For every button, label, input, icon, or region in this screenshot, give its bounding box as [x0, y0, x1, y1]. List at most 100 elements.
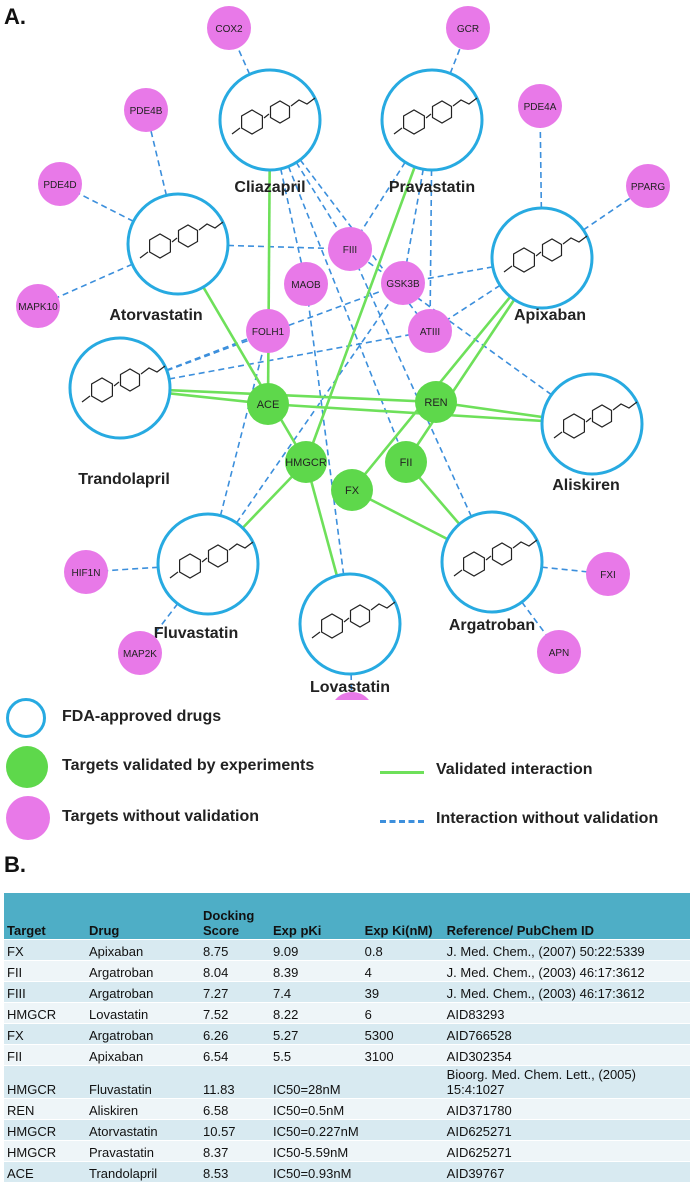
cell-exp-pki: 8.22 — [270, 1002, 362, 1024]
unvalidated-target-label: ATIII — [420, 327, 440, 338]
cell-exp-ki: 3100 — [361, 1044, 444, 1066]
validated-target-hmgcr — [285, 441, 327, 483]
cell-docking-score: 6.58 — [200, 1098, 270, 1120]
drug-node-atorvastatin — [126, 192, 230, 296]
validated-target-fii — [385, 441, 427, 483]
cell-exp-pki: IC50=28nM — [270, 1065, 362, 1099]
legend-unvalidated-targets: Targets without validation — [62, 808, 260, 825]
cell-drug: Pravastatin — [86, 1140, 200, 1162]
header-exp-pki: Exp pKi — [270, 892, 362, 940]
cell-drug: Argatroban — [86, 1023, 200, 1045]
cell-exp-ki: 6 — [361, 1002, 444, 1024]
unvalidated-edge — [305, 283, 351, 625]
header-docking-score: Docking Score — [200, 892, 270, 940]
unvalidated-target-label: MAOB — [291, 280, 321, 291]
unvalidated-edge — [119, 330, 269, 389]
legend-unvalidated-target-icon — [6, 796, 50, 840]
validated-target-fx — [331, 469, 373, 511]
validated-target-label: HMGCR — [285, 457, 327, 469]
unvalidated-target-maob — [284, 262, 328, 306]
drug-node-lovastatin — [298, 572, 402, 676]
cell-exp-ki: 39 — [361, 981, 444, 1003]
unvalidated-target-label: FIII — [343, 245, 357, 256]
validated-target-label: FX — [345, 485, 360, 497]
cell-target: FIII — [4, 981, 86, 1003]
table-header-row: Target Drug Docking Score Exp pKi Exp Ki… — [4, 892, 690, 940]
drug-label-cliazapril: Cliazapril — [234, 179, 305, 196]
unvalidated-edge — [119, 330, 431, 389]
legend-validated-target-icon — [6, 746, 48, 788]
drug-node-fluvastatin — [156, 512, 260, 616]
cell-target: ACE — [4, 1161, 86, 1182]
cell-docking-score: 11.83 — [200, 1065, 270, 1099]
cell-target: FX — [4, 939, 86, 961]
unvalidated-edge — [269, 119, 307, 285]
cell-exp-pki: 7.4 — [270, 981, 362, 1003]
unvalidated-target-label: FOLH1 — [252, 327, 285, 338]
unvalidated-target-label: PPARG — [631, 182, 665, 193]
cell-reference: J. Med. Chem., (2007) 50:22:5339 — [443, 939, 690, 961]
cell-drug: Fluvastatin — [86, 1065, 200, 1099]
drug-label-apixaban: Apixaban — [514, 307, 586, 324]
unvalidated-target-label: GSK3B — [386, 279, 420, 290]
unvalidated-target-label: FXI — [600, 570, 616, 581]
cell-docking-score: 8.75 — [200, 939, 270, 961]
unvalidated-target-hif1n — [64, 550, 108, 594]
cell-drug: Trandolapril — [86, 1161, 200, 1182]
cell-drug: Apixaban — [86, 1044, 200, 1066]
cell-target: HMGCR — [4, 1065, 86, 1099]
cell-drug: Atorvastatin — [86, 1119, 200, 1141]
cell-exp-ki — [361, 1161, 444, 1182]
unvalidated-target-fiii — [328, 227, 372, 271]
panel-b-label: B. — [4, 852, 26, 877]
panel-a-label: A. — [4, 4, 26, 29]
header-exp-ki: Exp Ki(nM) — [361, 892, 444, 940]
unvalidated-target-folh1 — [246, 309, 290, 353]
validated-target-label: ACE — [257, 399, 280, 411]
cell-reference: AID766528 — [443, 1023, 690, 1045]
drug-node-cliazapril — [218, 68, 322, 172]
molecule-structure-icon — [81, 365, 166, 403]
legend-dashed-line — [380, 820, 424, 823]
unvalidated-target-pparg — [626, 164, 670, 208]
unvalidated-target-pde4d — [38, 162, 82, 206]
legend-validated-interaction: Validated interaction — [436, 761, 593, 778]
cell-reference: AID39767 — [443, 1161, 690, 1182]
cell-target: HMGCR — [4, 1119, 86, 1141]
cell-exp-ki: 5300 — [361, 1023, 444, 1045]
cell-drug: Apixaban — [86, 939, 200, 961]
validated-target-label: FII — [400, 457, 413, 469]
drug-label-argatroban: Argatroban — [449, 617, 535, 634]
molecule-structure-icon — [503, 235, 588, 273]
drug-node-trandolapril — [68, 336, 172, 440]
header-target: Target — [4, 892, 86, 940]
cell-exp-pki: IC50=0.227nM — [270, 1119, 362, 1141]
cell-reference: AID625271 — [443, 1140, 690, 1162]
cell-exp-pki: 5.27 — [270, 1023, 362, 1045]
drug-label-fluvastatin: Fluvastatin — [154, 625, 238, 642]
unvalidated-target-gcr — [446, 6, 490, 50]
unvalidated-edge — [269, 119, 407, 463]
molecule-structure-icon — [231, 97, 316, 135]
cell-exp-ki — [361, 1098, 444, 1120]
docking-table: Target Drug Docking Score Exp pKi Exp Ki… — [4, 892, 690, 1182]
molecule-structure-icon — [393, 97, 478, 135]
drug-node-pravastatin — [380, 68, 484, 172]
molecule-structure-icon — [139, 221, 224, 259]
header-drug: Drug — [86, 892, 200, 940]
cell-target: HMGCR — [4, 1002, 86, 1024]
cell-exp-ki: 4 — [361, 960, 444, 982]
cell-docking-score: 8.04 — [200, 960, 270, 982]
cell-target: FX — [4, 1023, 86, 1045]
unvalidated-target-map2k — [118, 631, 162, 675]
drug-label-lovastatin: Lovastatin — [310, 679, 390, 696]
unvalidated-target-label: MAPK10 — [18, 302, 58, 313]
